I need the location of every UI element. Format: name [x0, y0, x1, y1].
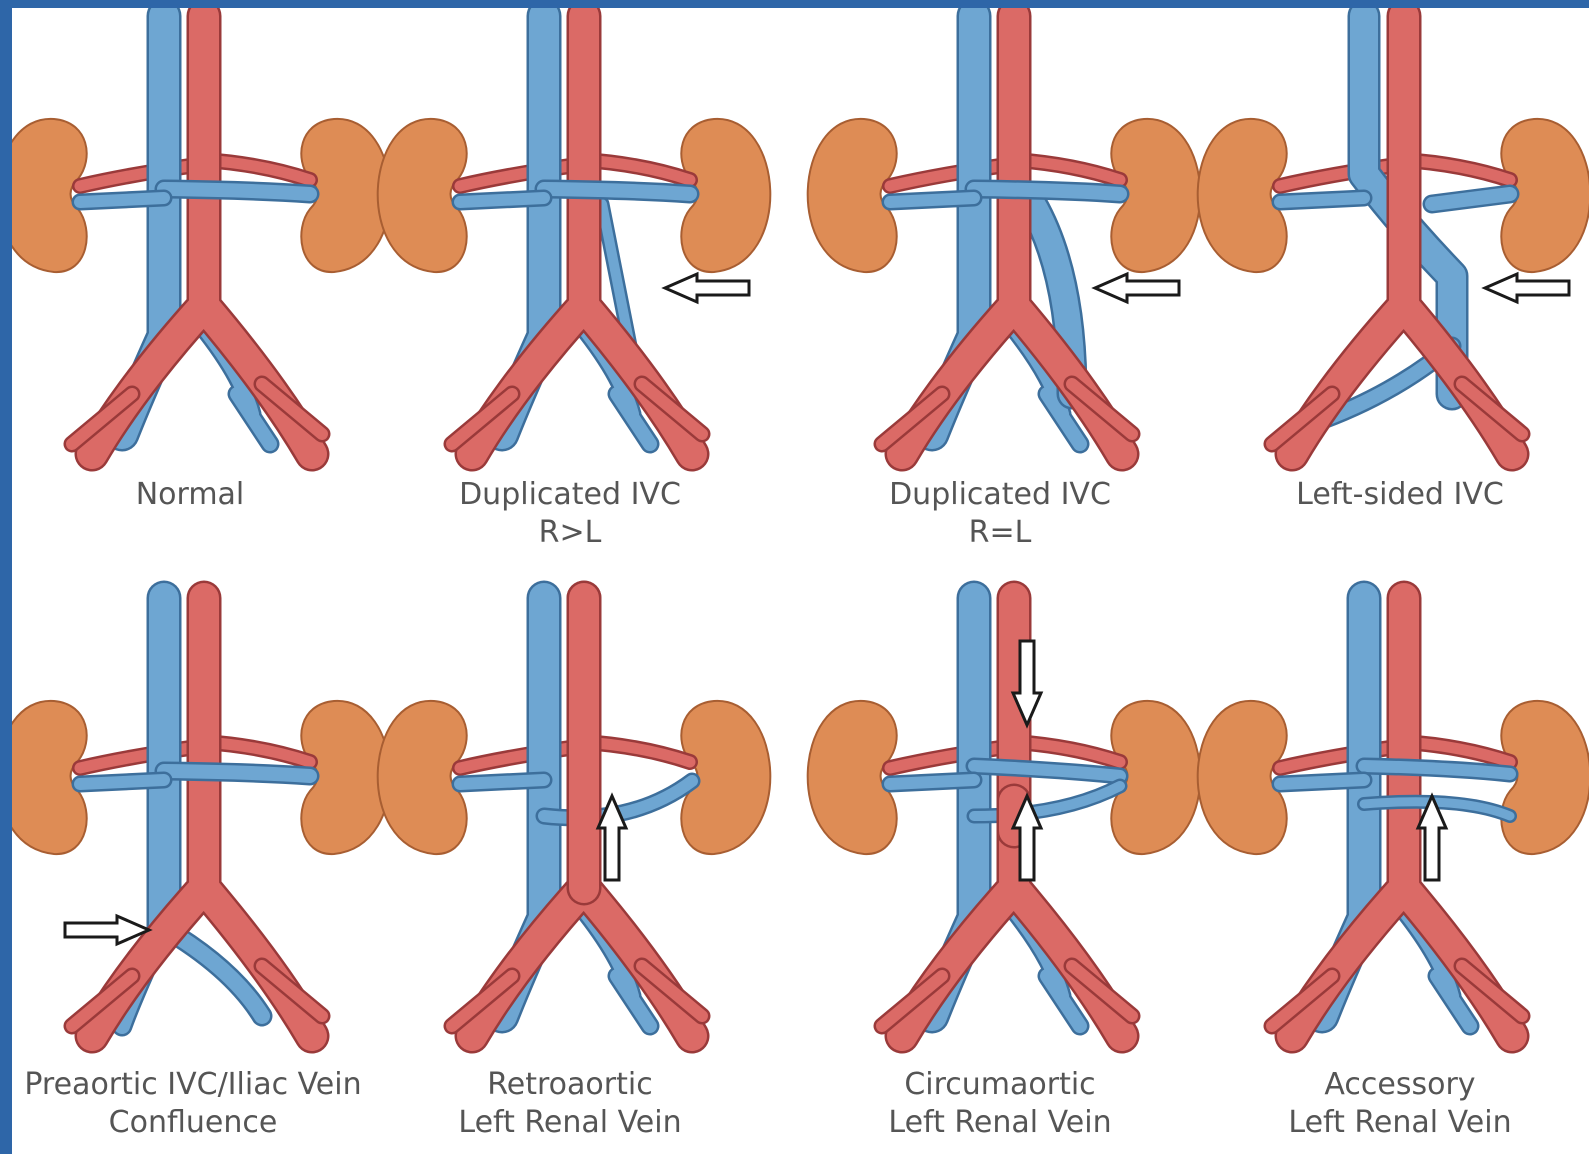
caption-circumaortic-lrv: Circumaortic Left Renal Vein — [860, 1066, 1140, 1142]
panel-dup-req — [808, 16, 1201, 454]
panel-left-sided — [1198, 16, 1589, 454]
left-renal-vein — [1432, 194, 1510, 204]
caption-left-sided-ivc: Left-sided IVC — [1260, 476, 1540, 514]
arrow-left-icon — [1485, 274, 1569, 302]
left-renal-vein — [164, 189, 310, 194]
retroaortic-left-renal-vein — [974, 786, 1120, 816]
panel-normal — [12, 16, 390, 454]
left-renal-vein — [164, 771, 310, 776]
right-kidney-icon — [378, 119, 467, 272]
caption-line: Normal — [90, 476, 290, 514]
caption-line: Retroaortic — [430, 1066, 710, 1104]
caption-retroaortic-lrv: Retroaortic Left Renal Vein — [430, 1066, 710, 1142]
right-renal-vein — [1280, 780, 1364, 784]
panel-circumaortic — [808, 598, 1201, 1036]
panel-preaortic — [12, 598, 390, 1036]
caption-line: R>L — [430, 514, 710, 552]
right-kidney-icon — [1198, 701, 1287, 854]
right-renal-vein — [890, 780, 974, 784]
panel-retroaortic — [378, 598, 771, 1036]
right-kidney-icon — [1198, 119, 1287, 272]
arrow-left-icon — [665, 274, 749, 302]
panel-dup-rgl — [378, 16, 771, 454]
caption-normal: Normal — [90, 476, 290, 514]
caption-line: Confluence — [12, 1104, 374, 1142]
right-renal-vein — [80, 780, 164, 784]
caption-accessory-lrv: Accessory Left Renal Vein — [1260, 1066, 1540, 1142]
caption-line: Duplicated IVC — [860, 476, 1140, 514]
right-renal-vein — [460, 198, 544, 202]
caption-line: Circumaortic — [860, 1066, 1140, 1104]
caption-duplicated-ivc-r-eq-l: Duplicated IVC R=L — [860, 476, 1140, 552]
arrow-right-icon — [65, 916, 149, 944]
right-kidney-icon — [808, 119, 897, 272]
left-renal-vein — [544, 189, 690, 194]
caption-duplicated-ivc-r-gt-l: Duplicated IVC R>L — [430, 476, 710, 552]
diagram-frame: Normal Duplicated IVC R>L Duplicated IVC… — [12, 8, 1589, 1154]
caption-line: Duplicated IVC — [430, 476, 710, 514]
right-renal-vein — [1280, 198, 1364, 202]
caption-line: Accessory — [1260, 1066, 1540, 1104]
panel-accessory — [1198, 598, 1589, 1036]
right-renal-vein — [80, 198, 164, 202]
right-kidney-icon — [808, 701, 897, 854]
caption-line: Left Renal Vein — [430, 1104, 710, 1142]
left-renal-vein — [974, 189, 1120, 194]
right-renal-vein — [460, 780, 544, 784]
right-kidney-icon — [378, 701, 467, 854]
caption-line: Left Renal Vein — [1260, 1104, 1540, 1142]
caption-line: Preaortic IVC/Iliac Vein — [12, 1066, 374, 1104]
caption-preaortic-confluence: Preaortic IVC/Iliac Vein Confluence — [12, 1066, 374, 1142]
ivc-variants-illustration — [12, 8, 1589, 1154]
caption-line: Left Renal Vein — [860, 1104, 1140, 1142]
right-renal-vein — [890, 198, 974, 202]
caption-line: Left-sided IVC — [1260, 476, 1540, 514]
caption-line: R=L — [860, 514, 1140, 552]
arrow-left-icon — [1095, 274, 1179, 302]
